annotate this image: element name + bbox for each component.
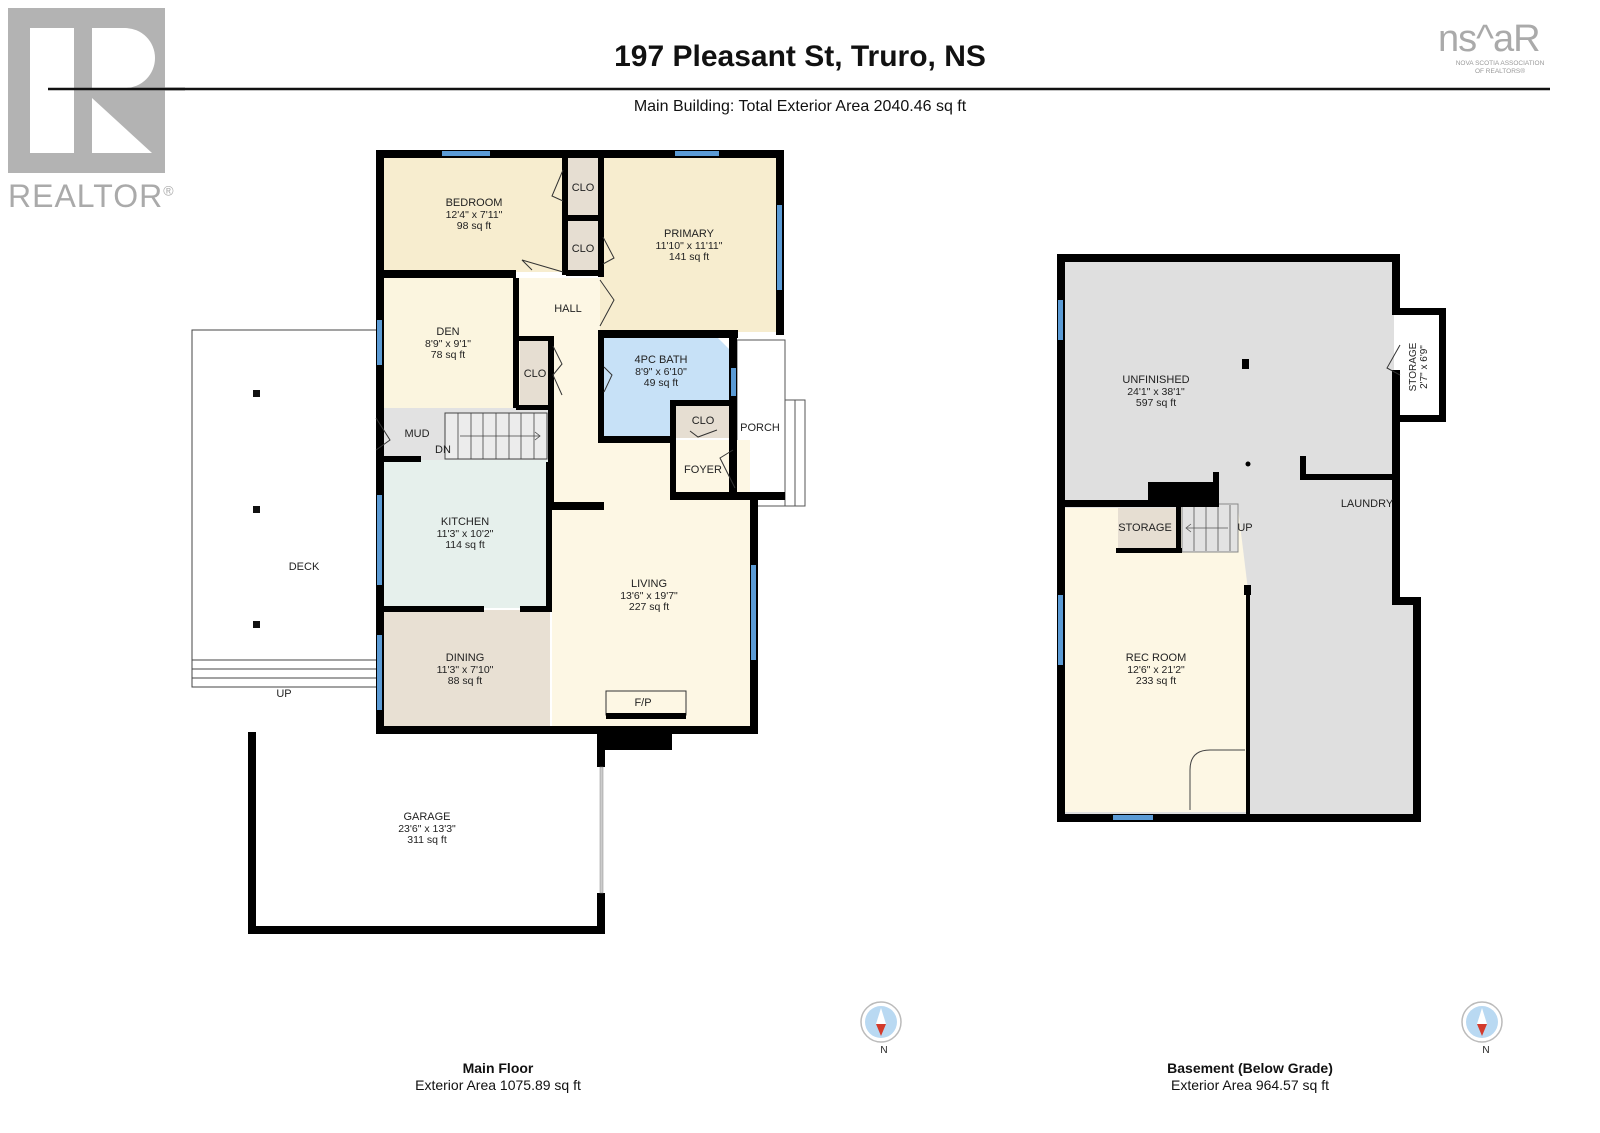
page-title: 197 Pleasant St, Truro, NS — [614, 40, 986, 73]
label-porch: PORCH — [740, 422, 780, 434]
realtor-wordmark: REALTOR® — [8, 178, 175, 214]
basement-caption: Basement (Below Grade)Exterior Area 964.… — [1167, 1060, 1333, 1093]
deck-area — [191, 329, 381, 688]
total-area-subtitle: Main Building: Total Exterior Area 2040.… — [633, 98, 967, 115]
label-deck-up: UP — [276, 688, 292, 700]
label-storage: STORAGE — [1118, 522, 1172, 534]
compass-icon — [1461, 1001, 1503, 1043]
label-deck: DECK — [288, 561, 320, 573]
label-closet: CLO — [571, 182, 595, 194]
label-foyer: FOYER — [684, 464, 722, 476]
label-fireplace: F/P — [634, 697, 652, 709]
label-closet: CLO — [691, 415, 715, 427]
label-hall: HALL — [554, 303, 582, 315]
label-laundry: LAUNDRY — [1340, 498, 1394, 510]
compass-icon — [860, 1001, 902, 1043]
realtor-logo-icon — [8, 8, 165, 173]
basement-plan — [1057, 254, 1503, 1043]
label-mud: MUD — [404, 428, 430, 440]
label-stairs-up: UP — [1237, 522, 1253, 534]
label-closet: CLO — [571, 243, 595, 255]
label-stairs-down: DN — [435, 444, 451, 456]
compass-north-label: N — [1482, 1045, 1490, 1056]
label-closet: CLO — [523, 368, 547, 380]
nsar-logo-icon: ns^aR — [1438, 18, 1541, 60]
main-floor-plan — [191, 150, 902, 1043]
compass-north-label: N — [880, 1045, 888, 1056]
